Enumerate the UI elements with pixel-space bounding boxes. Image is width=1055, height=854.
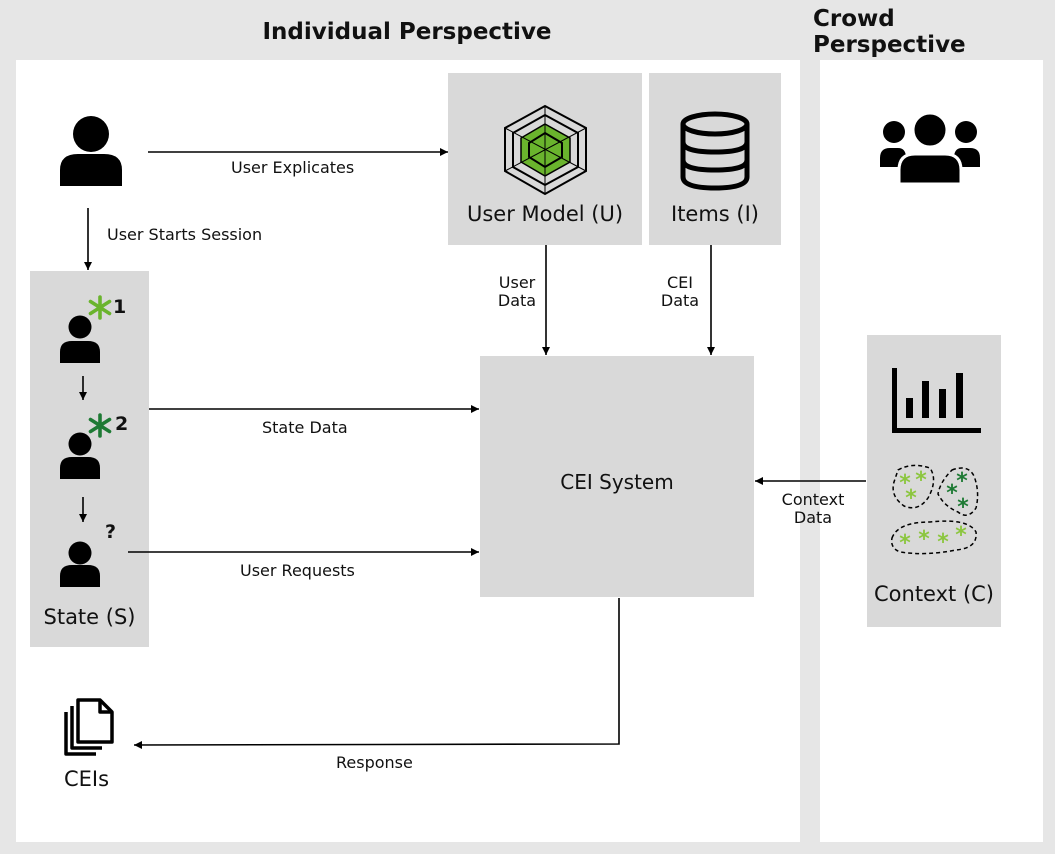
cei-system-box (480, 356, 754, 597)
items-label: Items (I) (671, 202, 759, 226)
state-step-3-marker: ? (105, 521, 117, 543)
documents-icon (64, 698, 114, 756)
user-requests-label: User Requests (240, 561, 355, 580)
asterisk-clusters-icon: * * * * * * * * * * (890, 464, 979, 556)
svg-text:*: * (899, 471, 911, 496)
svg-text:*: * (956, 469, 968, 494)
context-box (867, 335, 1001, 627)
state-data-label: State Data (262, 418, 348, 437)
user-data-label-line2: Data (497, 291, 537, 311)
state-step-1-marker: 1 (113, 296, 127, 318)
svg-text:*: * (899, 531, 911, 556)
user-starts-session-label: User Starts Session (107, 225, 263, 244)
individual-perspective-header: Individual Perspective (262, 19, 552, 45)
response-label: Response (336, 753, 413, 772)
context-data-label-line1: Context (781, 490, 845, 509)
svg-text:*: * (918, 527, 930, 552)
context-label: Context (C) (874, 582, 994, 606)
svg-text:*: * (937, 530, 949, 555)
cei-data-label: CEI Data (650, 273, 710, 311)
cei-system-label: CEI System (560, 470, 674, 494)
svg-text:*: * (955, 523, 967, 548)
svg-text:*: * (905, 486, 917, 511)
state-step-1-asterisk-icon (88, 295, 112, 320)
svg-text:*: * (957, 495, 969, 520)
state-step-1-person-icon (60, 315, 100, 363)
context-data-label: Context Data (772, 490, 854, 528)
svg-text:*: * (946, 481, 958, 506)
cei-data-label-line1: CEI (667, 273, 693, 292)
svg-text:*: * (915, 468, 927, 493)
state-step-2-marker: 2 (115, 413, 129, 435)
state-label: State (S) (43, 605, 136, 629)
user-model-label: User Model (U) (466, 202, 624, 226)
state-step-3-person-icon (60, 541, 100, 587)
ceis-label: CEIs (64, 767, 110, 791)
group-icon (880, 111, 980, 186)
user-explicates-label: User Explicates (231, 158, 355, 177)
arrow-response (133, 598, 620, 749)
database-icon (680, 111, 750, 191)
bar-chart-icon (892, 368, 981, 433)
items-box (649, 73, 781, 245)
user-data-label: User Data (487, 273, 547, 311)
context-data-label-line2: Data (793, 508, 833, 528)
cei-data-label-line2: Data (660, 291, 700, 311)
crowd-perspective-header: Crowd Perspective (813, 6, 966, 58)
radar-chart-icon (504, 104, 587, 196)
state-step-2-person-icon (60, 432, 100, 479)
state-step-2-asterisk-icon (88, 413, 112, 438)
person-icon (60, 116, 122, 186)
user-data-label-line1: User (498, 273, 536, 292)
